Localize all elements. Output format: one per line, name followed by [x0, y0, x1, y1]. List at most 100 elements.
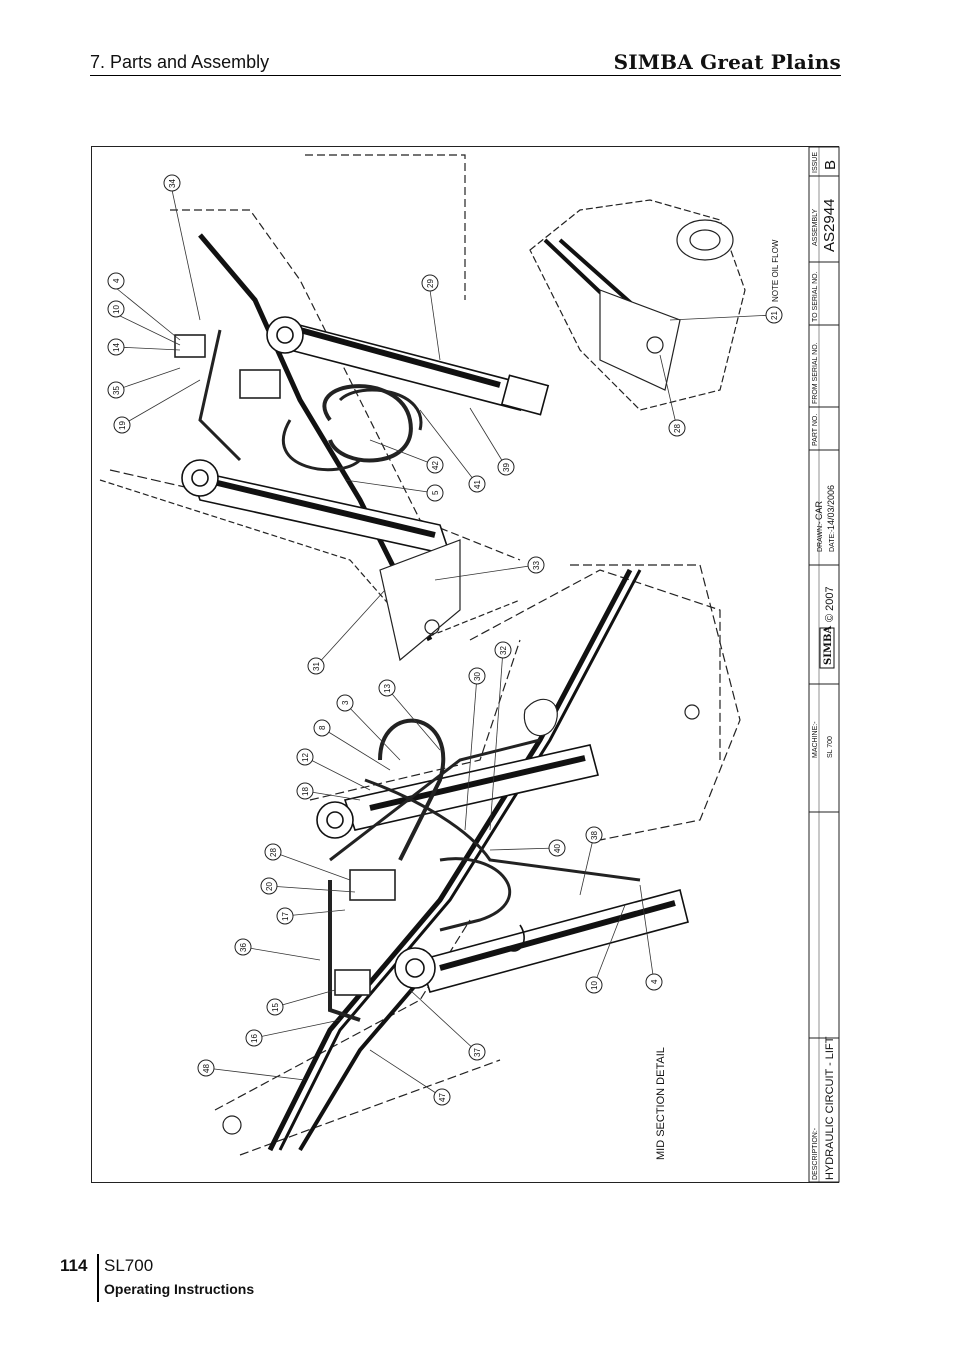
footer-rule	[97, 1254, 99, 1302]
callout-label: 28	[269, 848, 278, 857]
callout-label: 19	[118, 421, 127, 430]
callout-label: 28	[673, 424, 682, 433]
callout-circle	[197, 1059, 215, 1077]
callout-circle	[113, 416, 131, 434]
drawn-value: CAR	[814, 500, 824, 520]
mid-section-linework	[214, 564, 741, 1156]
callout-circle	[260, 877, 278, 895]
callout-circle	[163, 174, 181, 192]
callout-label: 48	[202, 1064, 211, 1073]
callout-30: 30	[468, 667, 486, 685]
callout-12: 12	[296, 748, 314, 766]
callout-label: 21	[770, 311, 779, 320]
callout-label: 5	[431, 490, 440, 495]
callout-label: 34	[168, 179, 177, 188]
callout-10: 10	[585, 976, 603, 994]
callout-42: 42	[426, 456, 444, 474]
callout-circle	[107, 338, 125, 356]
title-block: DESCRIPTION:- HYDRAULIC CIRCUIT - LIFT M…	[808, 146, 840, 1183]
callout-label: 15	[271, 1003, 280, 1012]
callout-circle	[296, 782, 314, 800]
callout-circle	[276, 907, 294, 925]
callout-29: 29	[421, 274, 439, 292]
to-serial-label: TO SERIAL NO.	[812, 271, 819, 322]
callout-3: 3	[336, 694, 354, 712]
callout-39: 39	[497, 458, 515, 476]
callout-label: 13	[383, 684, 392, 693]
callout-bubbles: 3441014351929425413921283331313303281218…	[107, 174, 783, 1106]
drawn-label: DRAWN:-	[817, 521, 824, 552]
callout-10: 10	[107, 300, 125, 318]
callout-circle	[468, 1043, 486, 1061]
callout-label: 3	[341, 700, 350, 705]
callout-label: 42	[431, 461, 440, 470]
header-rule	[90, 75, 841, 76]
callout-40: 40	[548, 839, 566, 857]
callout-14: 14	[107, 338, 125, 356]
callout-circle	[548, 839, 566, 857]
part-no-label: PART NO.	[812, 414, 819, 446]
callout-circle	[296, 748, 314, 766]
callout-48: 48	[197, 1059, 215, 1077]
callout-37: 37	[468, 1043, 486, 1061]
header-section-title: 7. Parts and Assembly	[90, 52, 270, 72]
callout-label: 33	[532, 561, 541, 570]
callout-15: 15	[266, 998, 284, 1016]
callout-circle	[307, 657, 325, 675]
callout-18: 18	[296, 782, 314, 800]
issue-label: ISSUE	[812, 152, 819, 173]
callout-circle	[378, 679, 396, 697]
callout-label: 40	[553, 844, 562, 853]
simba-logo-text: SIMBA	[823, 626, 834, 665]
callout-label: 38	[590, 831, 599, 840]
mid-section-label: MID SECTION DETAIL	[655, 1047, 667, 1160]
callout-circle	[426, 456, 444, 474]
callout-20: 20	[260, 877, 278, 895]
callout-circle	[497, 458, 515, 476]
callout-circle	[264, 843, 282, 861]
callout-circle	[585, 826, 603, 844]
callout-label: 37	[473, 1048, 482, 1057]
callout-leaders	[115, 189, 775, 1098]
callout-38: 38	[585, 826, 603, 844]
callout-circle	[668, 419, 686, 437]
callout-33: 33	[527, 556, 545, 574]
oil-flow-detail	[529, 199, 746, 411]
callout-32: 32	[494, 641, 512, 659]
callout-28: 28	[264, 843, 282, 861]
callout-label: 31	[312, 662, 321, 671]
callout-13: 13	[378, 679, 396, 697]
callout-label: 8	[318, 725, 327, 730]
header-brand-logo: SIMBA Great Plains	[613, 50, 841, 74]
from-serial-label: FROM SERIAL NO.	[812, 342, 819, 404]
callout-circle	[336, 694, 354, 712]
callout-label: 4	[650, 979, 659, 984]
description-label: DESCRIPTION:-	[812, 1127, 819, 1180]
callout-34: 34	[163, 174, 181, 192]
callout-8: 8	[313, 719, 331, 737]
oil-flow-note: NOTE OIL FLOW	[771, 239, 780, 302]
upper-assembly-linework	[99, 154, 550, 662]
callout-label: 47	[438, 1093, 447, 1102]
callout-label: 41	[473, 480, 482, 489]
callout-41: 41	[468, 475, 486, 493]
callout-circle	[421, 274, 439, 292]
callout-17: 17	[276, 907, 294, 925]
callout-circle	[234, 938, 252, 956]
callout-label: 10	[590, 981, 599, 990]
callout-label: 29	[426, 279, 435, 288]
assembly-label: ASSEMBLY	[812, 208, 819, 246]
callout-label: 14	[112, 343, 121, 352]
callout-circle	[426, 484, 444, 502]
footer-subtitle: Operating Instructions	[104, 1281, 255, 1297]
callout-label: 10	[112, 305, 121, 314]
callout-circle	[494, 641, 512, 659]
date-value: 14/03/2006	[826, 485, 836, 530]
callout-label: 36	[239, 943, 248, 952]
machine-label: MACHINE:-	[812, 721, 819, 758]
footer-page-number: 114	[60, 1256, 88, 1275]
machine-value: SL 700	[827, 736, 834, 758]
callout-circle	[645, 973, 663, 991]
callout-circle	[468, 475, 486, 493]
